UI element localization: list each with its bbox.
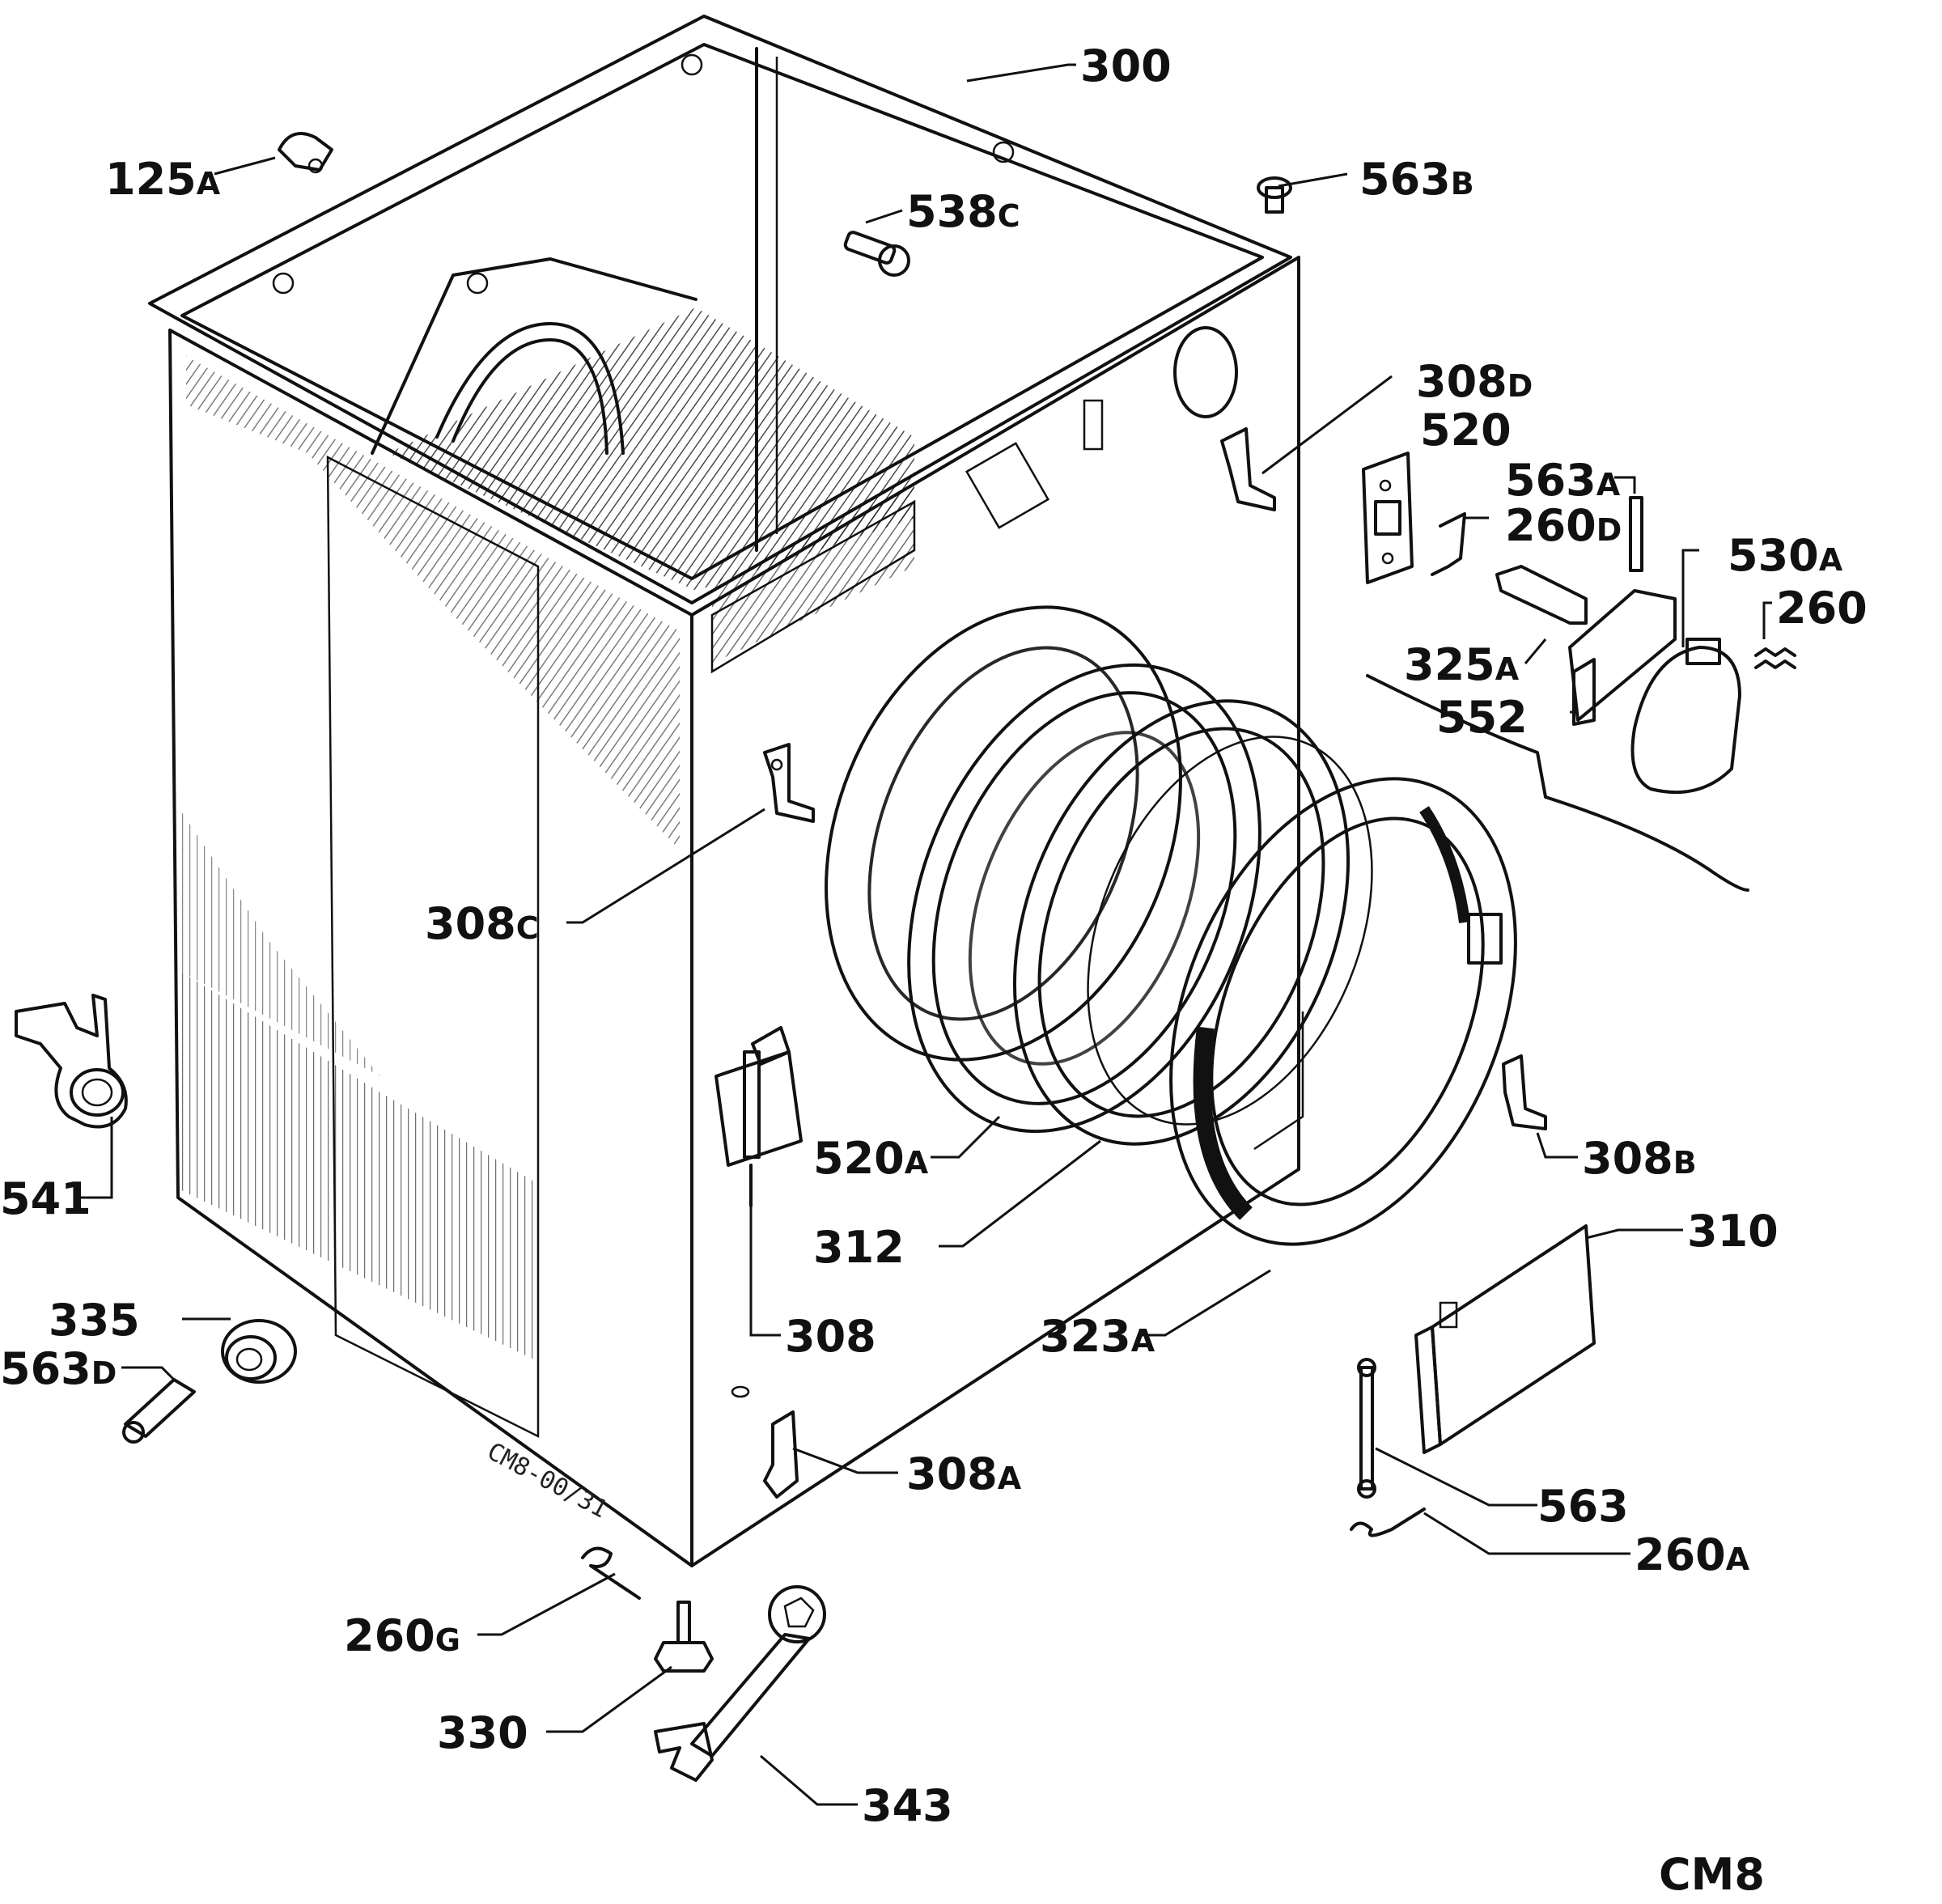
callout-552: 552 — [1436, 692, 1528, 743]
bracket-308d — [1220, 427, 1276, 511]
callout-308d: 308D — [1416, 356, 1533, 407]
callout-260d: 260D — [1505, 500, 1622, 551]
pin-563d — [122, 1378, 196, 1444]
callout-308b: 308B — [1582, 1133, 1697, 1184]
wrench-343 — [654, 1585, 826, 1782]
foot-335 — [221, 1319, 297, 1384]
clip-260g — [581, 1546, 641, 1600]
callout-310: 310 — [1687, 1206, 1779, 1257]
callout-325a: 325A — [1404, 639, 1520, 690]
spring-260d — [1431, 512, 1466, 576]
callout-125a: 125A — [105, 154, 221, 205]
clip-125a — [278, 132, 333, 174]
callout-335: 335 — [49, 1295, 140, 1346]
lever-325a — [1495, 565, 1588, 625]
pin-563 — [1357, 1358, 1376, 1499]
valve-541 — [15, 994, 128, 1129]
plug-538c — [843, 231, 910, 277]
bracket-308c — [763, 743, 815, 823]
callout-343: 343 — [862, 1780, 953, 1831]
callout-563: 563 — [1537, 1481, 1629, 1532]
callout-312: 312 — [813, 1222, 905, 1273]
callout-538c: 538C — [906, 186, 1020, 237]
callout-330: 330 — [437, 1707, 528, 1758]
callout-323a: 323A — [1040, 1311, 1155, 1362]
spring-260 — [1754, 647, 1796, 669]
bellows-312 — [1013, 699, 1373, 1146]
drawing-code: CM8 — [1659, 1849, 1765, 1900]
callout-260g: 260G — [344, 1610, 460, 1661]
spring-260a — [1350, 1508, 1426, 1537]
callout-520a: 520A — [813, 1133, 929, 1184]
hinge-308 — [714, 1026, 803, 1207]
handle-530a — [1630, 638, 1741, 795]
callout-530a: 530A — [1728, 530, 1843, 581]
bracket-308b — [1502, 1054, 1547, 1130]
callout-520: 520 — [1420, 405, 1512, 456]
door-ring-323a — [1169, 777, 1517, 1246]
callout-308: 308 — [785, 1311, 876, 1362]
pin-563a — [1629, 496, 1643, 572]
plug-563b — [1257, 176, 1292, 214]
cabinet-300: CM8-00/31 — [148, 15, 1300, 1567]
bracket-308a — [731, 1385, 799, 1499]
section-break-line — [1366, 674, 1749, 892]
callout-300: 300 — [1080, 40, 1172, 91]
callout-563a: 563A — [1505, 455, 1621, 506]
callout-260a: 260A — [1635, 1529, 1750, 1580]
callout-563b: 563B — [1359, 154, 1474, 205]
door-lock-520 — [1362, 452, 1414, 584]
callout-563d: 563D — [0, 1343, 117, 1394]
callout-308c: 308C — [425, 898, 539, 949]
callout-labels: 300 125A 538C 563B 308D 520 563A 260D 53… — [0, 40, 1868, 1831]
callout-260: 260 — [1776, 583, 1868, 634]
callout-541: 541 — [0, 1173, 91, 1224]
callout-308a: 308A — [906, 1448, 1022, 1499]
latch-552 — [1568, 589, 1677, 726]
filter-cover-310 — [1414, 1224, 1596, 1454]
panel-code: CM8-00/31 — [482, 1437, 612, 1524]
adjusting-foot-330 — [654, 1601, 714, 1673]
leader-lines — [81, 63, 1772, 1806]
